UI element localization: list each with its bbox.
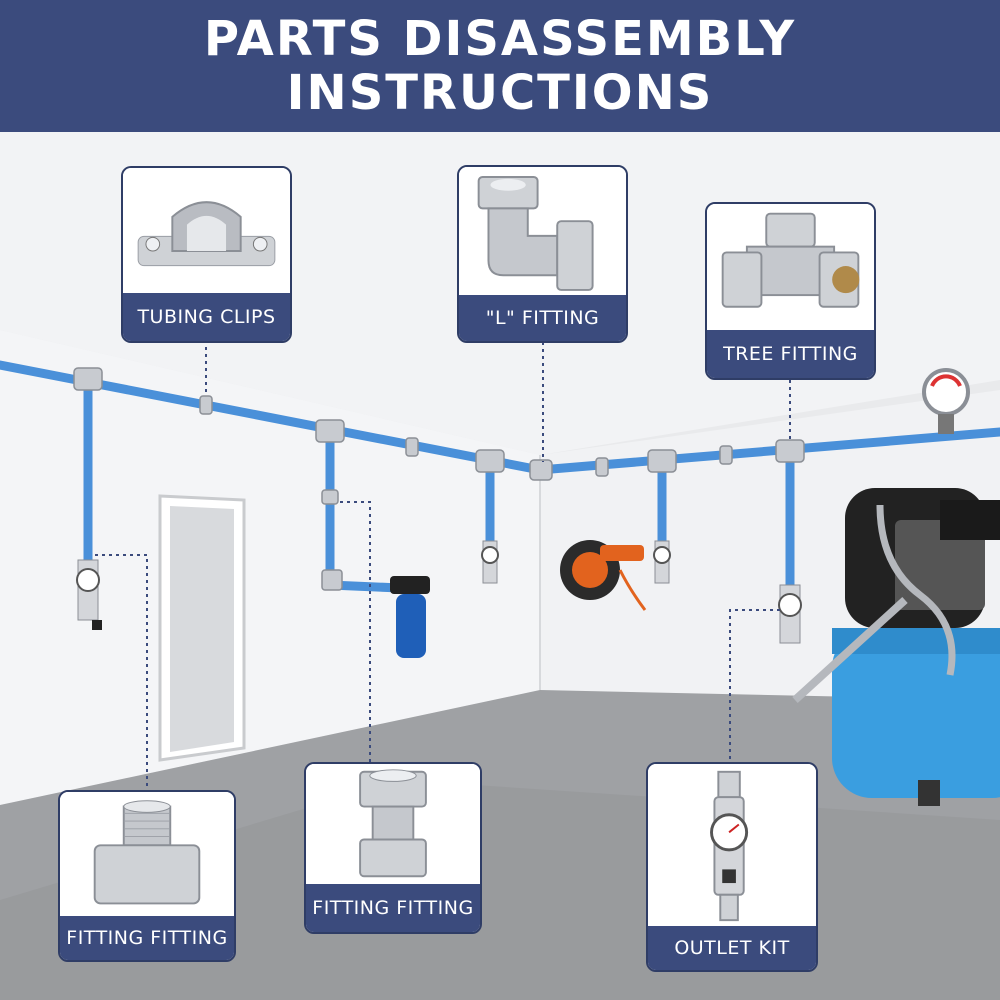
air-compressor	[792, 488, 1000, 806]
wall-gauge	[922, 368, 970, 434]
wall-outlets	[76, 540, 802, 644]
card-label: FITTING FITTING	[60, 916, 234, 960]
card-label: TREE FITTING	[707, 330, 874, 378]
tubing-clip-icon	[123, 168, 290, 293]
title-banner: PARTS DISASSEMBLY INSTRUCTIONS	[0, 0, 1000, 132]
card-label: FITTING FITTING	[306, 884, 480, 932]
card-fitting-middle: FITTING FITTING	[304, 762, 482, 934]
elbow-fitting-icon	[459, 167, 626, 295]
title-line-1: PARTS DISASSEMBLY	[203, 11, 797, 67]
card-label: "L" FITTING	[459, 295, 626, 341]
card-label: TUBING CLIPS	[123, 293, 290, 341]
card-fitting-left: FITTING FITTING	[58, 790, 236, 962]
water-filter	[390, 576, 430, 658]
card-outlet-kit: OUTLET KIT	[646, 762, 818, 972]
tee-fitting-icon	[707, 204, 874, 330]
card-tree-fitting: TREE FITTING	[705, 202, 876, 380]
threaded-adapter-icon	[60, 792, 234, 916]
card-l-fitting: "L" FITTING	[457, 165, 628, 343]
left-wall	[0, 330, 540, 805]
title-line-2: INSTRUCTIONS	[286, 65, 714, 121]
card-tubing-clips: TUBING CLIPS	[121, 166, 292, 343]
outlet-kit-icon	[648, 764, 816, 926]
leader-lines	[95, 340, 791, 790]
hose-reel	[560, 540, 647, 611]
line-fittings	[73, 367, 805, 591]
straight-coupler-icon	[306, 764, 480, 884]
card-label: OUTLET KIT	[648, 926, 816, 970]
doorway	[158, 494, 246, 762]
